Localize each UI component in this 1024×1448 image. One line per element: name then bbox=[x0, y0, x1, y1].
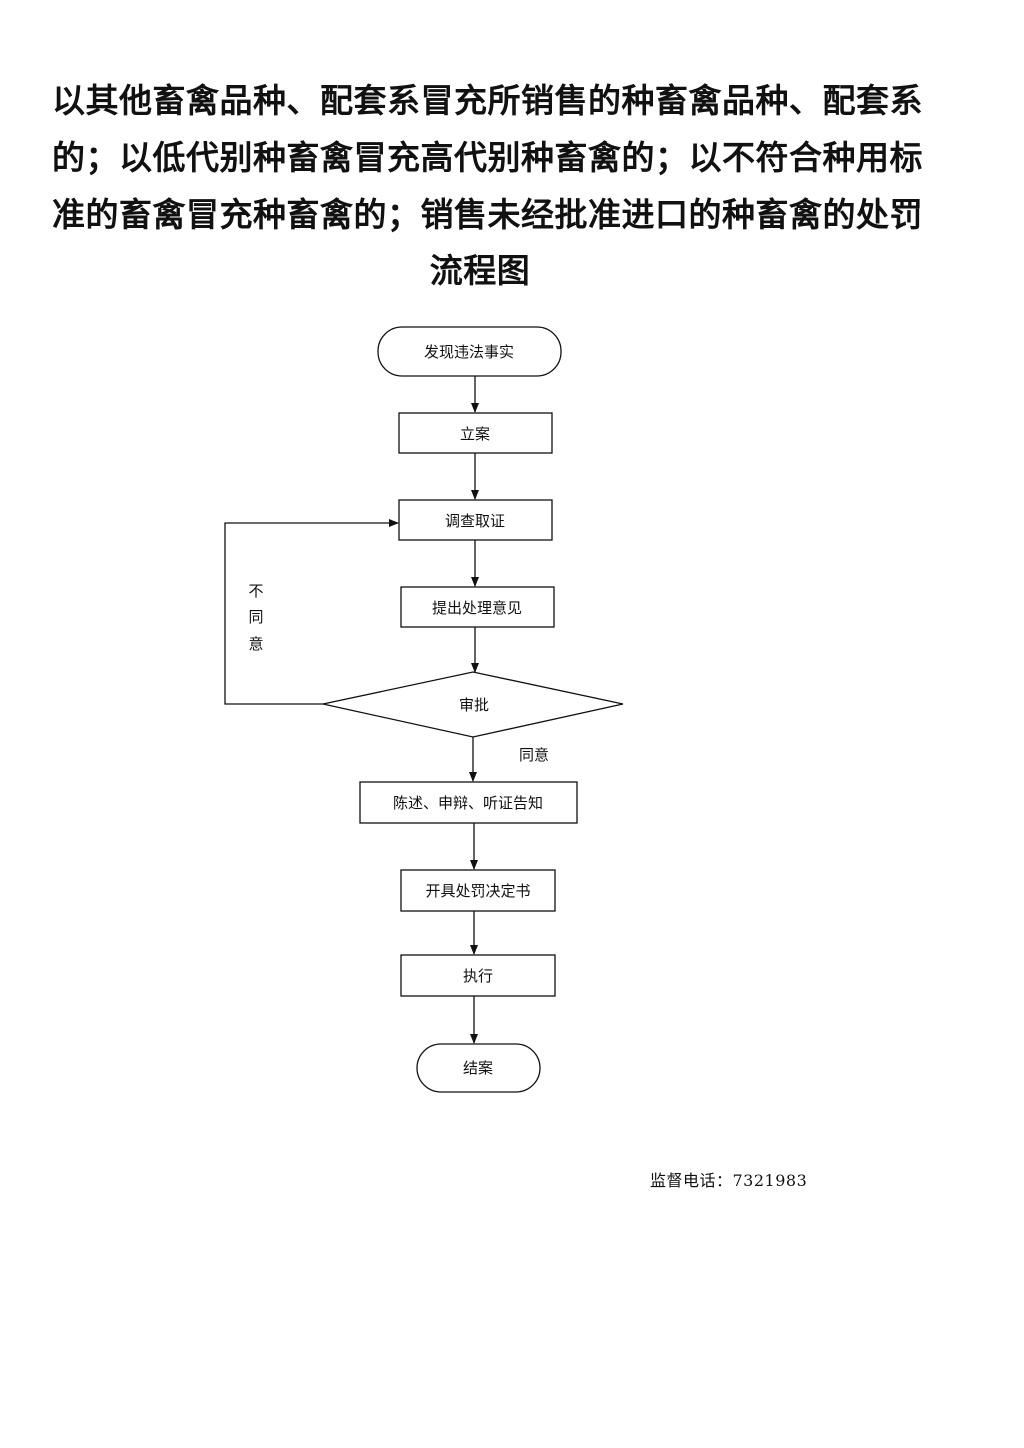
feedback-arrow bbox=[224, 519, 399, 705]
disagree-label-1: 不 bbox=[248, 582, 263, 600]
title-line-2: 的；以低代别种畜禽冒充高代别种畜禽的；以不符合种用标 bbox=[52, 138, 923, 177]
end-terminal bbox=[416, 1043, 541, 1093]
agree-label: 同意 bbox=[519, 746, 549, 764]
file-case-label: 立案 bbox=[460, 425, 490, 443]
title-line-4: 流程图 bbox=[429, 251, 531, 290]
title-line-1: 以其他畜禽品种、配套系冒充所销售的种畜禽品种、配套系 bbox=[52, 81, 923, 120]
approval-label: 审批 bbox=[459, 696, 489, 714]
supervision-phone: 监督电话：7321983 bbox=[650, 1171, 808, 1190]
propose-label: 提出处理意见 bbox=[432, 599, 522, 617]
execute-box bbox=[400, 954, 556, 997]
start-terminal bbox=[377, 326, 562, 377]
end-label: 结案 bbox=[463, 1059, 493, 1077]
title-line-3: 准的畜禽冒充种畜禽的；销售未经批准进口的种畜禽的处罚 bbox=[52, 195, 923, 234]
decision-label: 开具处罚决定书 bbox=[425, 882, 530, 900]
propose-box bbox=[400, 586, 555, 628]
decision-box bbox=[400, 869, 556, 912]
approval-diamond bbox=[322, 671, 624, 738]
start-label: 发现违法事实 bbox=[424, 343, 514, 361]
notify-box bbox=[359, 781, 578, 824]
execute-label: 执行 bbox=[463, 967, 493, 985]
notify-label: 陈述、申辩、听证告知 bbox=[393, 794, 543, 812]
disagree-label-3: 意 bbox=[248, 635, 263, 653]
investigate-label: 调查取证 bbox=[445, 512, 505, 530]
disagree-label-2: 同 bbox=[248, 608, 263, 626]
